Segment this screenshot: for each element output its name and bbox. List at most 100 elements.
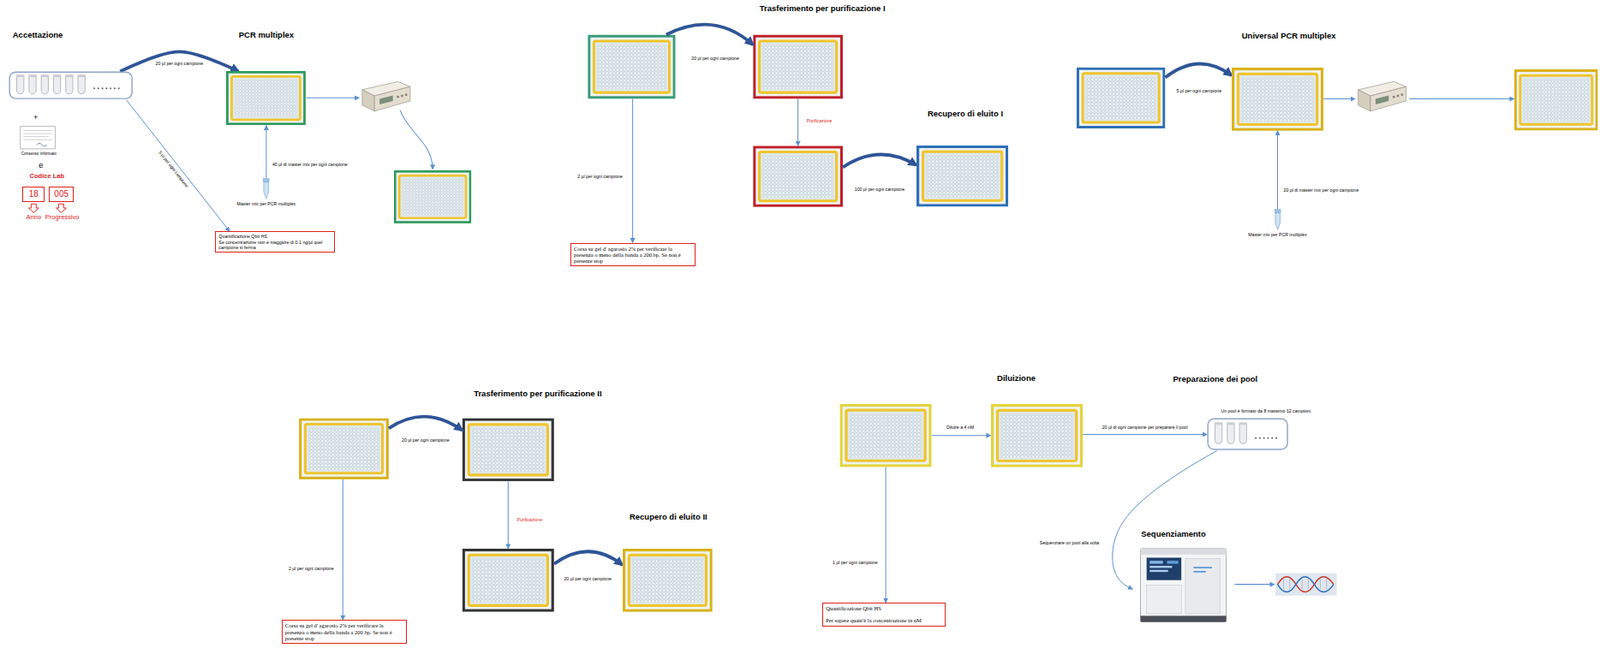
text-holder: Sequenziamento bbox=[1140, 530, 1206, 540]
text-holder: 20 µl di ogni campione per preparare il … bbox=[1101, 426, 1189, 432]
text-holder: Recupero di eluito II bbox=[629, 513, 708, 523]
arrow-label: 2 µl per ogni campione bbox=[576, 174, 624, 180]
flow-line bbox=[342, 479, 344, 621]
transfer-arrow bbox=[388, 24, 1232, 566]
sequencer-icon bbox=[1140, 549, 1227, 623]
flow-line bbox=[931, 435, 992, 436]
arrow-label: 1 µl per ogni campione bbox=[831, 561, 879, 567]
step-heading: Diluizione bbox=[997, 374, 1036, 384]
text-holder: 20 µl per ogni campione bbox=[562, 577, 612, 583]
step-note: Purificazione bbox=[515, 518, 544, 524]
sample-plate: PCR multiplex bbox=[226, 71, 306, 126]
flow-line bbox=[632, 99, 633, 244]
arrow-label: 20 µl di ogni campione per preparare il … bbox=[1101, 426, 1189, 432]
consent-form-icon bbox=[20, 126, 56, 150]
text-holder: 40 µl di master mix per ogni campione bbox=[271, 162, 349, 168]
conjunction: e bbox=[37, 161, 44, 170]
dna-image bbox=[1319, 579, 1321, 591]
text-holder: Universal PCR multiplex bbox=[1241, 31, 1337, 42]
text-holder: Purificazione bbox=[805, 119, 834, 125]
text-holder: Purificazione bbox=[515, 518, 544, 524]
tube-rack: Preparazione dei poolUn pool è formato d… bbox=[1206, 417, 1289, 451]
tube-rack bbox=[1206, 417, 1289, 451]
sample-plate bbox=[300, 419, 389, 478]
tube-rack bbox=[8, 71, 133, 100]
arrow-label: 20 µl per ogni campione bbox=[400, 438, 450, 444]
step-heading: Accettazione bbox=[12, 30, 64, 41]
text-holder: 2 µl per ogni campione bbox=[287, 567, 335, 573]
section-title: Trasferimento per purificazione I bbox=[758, 3, 887, 13]
text-holder: Anno bbox=[25, 213, 43, 221]
text-holder: Un pool è formato da 8 massimo 12 campio… bbox=[1220, 409, 1312, 415]
step-heading: Recupero di eluito I bbox=[927, 109, 1003, 120]
arrow-label: 20 µl per ogni campione bbox=[155, 61, 204, 67]
illustration bbox=[20, 24, 1597, 621]
code-arrow bbox=[28, 203, 39, 213]
dna-image bbox=[1277, 577, 1335, 593]
code-box: 18 bbox=[22, 186, 45, 203]
tube-caption: Master mix per PCR multiplex bbox=[1247, 232, 1308, 239]
sample-plate bbox=[754, 147, 842, 206]
flow-line bbox=[1408, 98, 1515, 100]
text-holder: 1 µl per ogni campione bbox=[831, 561, 879, 567]
sample-plate bbox=[754, 35, 842, 98]
note-box: Corsa su gel d' agarosio 2% per verifica… bbox=[281, 620, 407, 645]
text-holder: Codice Lab bbox=[29, 173, 66, 181]
sample-plate bbox=[841, 405, 931, 466]
master-mix-tube: Master mix per PCR multiplex bbox=[262, 178, 271, 200]
sample-plate bbox=[1077, 68, 1165, 127]
dna-image bbox=[1307, 579, 1309, 591]
sample-plate bbox=[1231, 67, 1324, 132]
flow-line bbox=[400, 110, 433, 170]
pool-note: Un pool è formato da 8 massimo 12 campio… bbox=[1220, 409, 1312, 415]
arrow-label: 20 µl per ogni campione bbox=[690, 56, 740, 62]
section-title: Trasferimento per purificazione II bbox=[472, 388, 603, 399]
sample-plate bbox=[226, 71, 306, 126]
dna-image bbox=[1283, 579, 1284, 591]
text-holder: 20 µl per ogni campione bbox=[690, 56, 740, 62]
sample-plate: Diluizione bbox=[991, 404, 1083, 468]
sample-plate bbox=[916, 145, 1009, 207]
sample-plate bbox=[1233, 68, 1323, 130]
text-holder: Master mix per PCR multiplex bbox=[237, 202, 297, 208]
text-holder: 20 µl per ogni campione bbox=[155, 61, 204, 67]
icon-caption: Consenso informato bbox=[20, 151, 58, 156]
code-part: Progressivo bbox=[44, 213, 81, 221]
sample-plate bbox=[463, 419, 553, 481]
sample-plate bbox=[394, 171, 471, 222]
sample-plate bbox=[991, 405, 1081, 466]
arrow-label: 20 µl per ogni campione bbox=[562, 577, 612, 583]
consent-form-icon bbox=[23, 133, 52, 135]
text-holder: 5 µl per ogni campione bbox=[156, 149, 190, 191]
dna-image bbox=[1277, 577, 1335, 593]
text-holder: Consenso informato bbox=[20, 151, 58, 156]
arrow-label: Diluire a 4 nM bbox=[945, 425, 975, 431]
text-holder: Progressivo bbox=[44, 213, 81, 221]
master-mix-tube bbox=[263, 179, 270, 200]
plus-sign: + bbox=[32, 113, 39, 122]
transfer-arrow bbox=[388, 417, 463, 431]
text-holder: Trasferimento per purificazione I bbox=[758, 3, 887, 13]
text-holder: e bbox=[37, 161, 44, 170]
dna-image bbox=[1275, 573, 1337, 597]
sample-plate: Recupero di eluito II bbox=[622, 549, 713, 613]
consent-form-icon bbox=[23, 139, 52, 141]
flow-line bbox=[885, 467, 887, 603]
sample-plate: Universal PCR multiplex bbox=[1231, 67, 1324, 132]
dna-image bbox=[1289, 579, 1290, 591]
consent-form-icon bbox=[23, 130, 52, 140]
arrow-label: 40 µl di master mix per ogni campione bbox=[271, 162, 349, 168]
sample-plate bbox=[1515, 71, 1597, 130]
tube-rack: Accettazione bbox=[8, 71, 133, 100]
flow-line bbox=[507, 481, 509, 550]
code-arrow bbox=[28, 203, 66, 213]
text-holder: Recupero di eluito I bbox=[927, 109, 1003, 120]
consent-form-icon bbox=[36, 143, 48, 147]
sample-plate bbox=[589, 35, 675, 98]
sample-plate bbox=[991, 404, 1083, 468]
text-holder: Master mix per PCR multiplex bbox=[1247, 232, 1308, 239]
text-holder: 20 µl di master mix per ogni campione bbox=[1283, 188, 1361, 194]
master-mix-tube bbox=[1273, 208, 1283, 231]
text-holder: 2 µl per ogni campione bbox=[576, 174, 624, 180]
box-text: Corsa su gel d' agarosio 2% per verifica… bbox=[573, 245, 693, 265]
